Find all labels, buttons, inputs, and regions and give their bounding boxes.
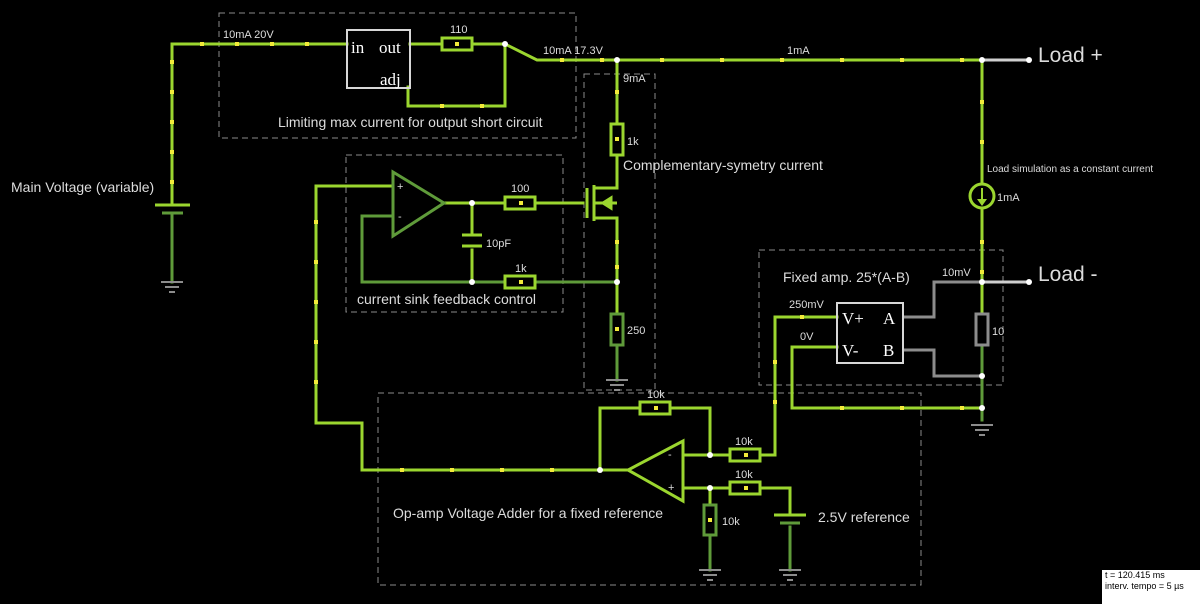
mosfet-icon[interactable] <box>585 182 619 221</box>
load-plus-label: Load + <box>1038 44 1103 67</box>
fixed-amp-label: Fixed amp. 25*(A-B) <box>783 269 910 285</box>
load-minus-terminal[interactable] <box>1026 279 1032 285</box>
reg-adj-label: adj <box>380 70 401 89</box>
output-voltage-label: 10mA 17.3V <box>543 45 604 57</box>
load-minus-label: Load - <box>1038 263 1098 286</box>
complementary-label: Complementary-symetry current <box>623 157 823 173</box>
regulator-box[interactable] <box>346 29 411 89</box>
r10k-in1-label: 10k <box>735 436 753 448</box>
amp-a-label: A <box>883 309 896 328</box>
r10-label: 10 <box>992 326 1004 338</box>
reg-out-label: out <box>379 38 401 57</box>
ground-icon <box>606 379 628 391</box>
output-mv-label: 10mV <box>942 267 971 279</box>
feedback-group-box <box>345 154 564 313</box>
wire-0v <box>790 345 984 410</box>
adder-group-box <box>377 392 922 586</box>
cs-current-label: 1mA <box>997 192 1020 204</box>
wire-amp-a <box>903 280 982 319</box>
limiting-group-label: Limiting max current for output short ci… <box>278 114 543 130</box>
sink-feedback-label: current sink feedback control <box>357 291 536 307</box>
input-current-label: 10mA 20V <box>223 29 274 41</box>
adder-opamp-icon[interactable] <box>624 438 685 504</box>
wire-fb-minus <box>360 214 507 284</box>
resistor-1k-fb-icon[interactable] <box>503 274 537 290</box>
ground-icon <box>699 569 801 581</box>
amp-vminus-label: V- <box>842 341 859 360</box>
fb-op-minus-label: - <box>398 211 402 223</box>
resistor-250-icon[interactable] <box>609 312 625 347</box>
rail-current-label: 1mA <box>787 45 810 57</box>
resistor-110-icon[interactable] <box>440 36 474 52</box>
c10pf-label: 10pF <box>486 238 511 250</box>
vplus-mv-label: 250mV <box>789 299 825 311</box>
reg-in-label: in <box>351 38 365 57</box>
reference-label: 2.5V reference <box>818 509 910 525</box>
wire-250mv <box>758 315 839 457</box>
resistor-1k-top-icon[interactable] <box>609 122 625 157</box>
current-source-icon[interactable] <box>968 182 996 210</box>
fb-op-plus-label: + <box>397 181 403 193</box>
sim-time-text: t = 120.415 ms <box>1105 570 1165 580</box>
complementary-group-box <box>583 73 656 391</box>
amp-vplus-label: V+ <box>842 309 864 328</box>
resistor-10k-in1-icon[interactable] <box>728 447 762 463</box>
r250-label: 250 <box>627 325 645 337</box>
wire-adder-fb-right <box>668 406 732 457</box>
main-voltage-battery-icon[interactable] <box>155 203 190 215</box>
r110-label: 110 <box>450 24 468 36</box>
main-voltage-label: Main Voltage (variable) <box>11 179 154 195</box>
ground-icon <box>971 424 993 436</box>
r10k-fb-label: 10k <box>647 389 665 401</box>
resistor-10k-fb-icon[interactable] <box>638 400 672 416</box>
amp-b-label: B <box>883 341 894 360</box>
current-dots <box>170 42 984 472</box>
sim-interval-text: interv. tempo = 5 µs <box>1105 581 1184 591</box>
resistor-100-icon[interactable] <box>503 195 537 211</box>
fixed-amp-group-box <box>758 249 1004 386</box>
wire-adj-loop <box>406 42 507 108</box>
ground-icon <box>161 281 183 293</box>
resistor-10k-gnd-icon[interactable] <box>702 503 718 537</box>
r100-label: 100 <box>511 183 529 195</box>
wire-ref-top <box>758 486 792 514</box>
fixed-amp-box[interactable] <box>836 302 904 364</box>
branch-current-label: 9mA <box>623 73 646 85</box>
vminus-label: 0V <box>800 331 814 343</box>
reference-battery-icon[interactable] <box>774 513 806 525</box>
resistor-10-icon[interactable] <box>974 312 990 347</box>
wire-main-rail <box>502 41 984 62</box>
junctions <box>469 41 985 491</box>
r1k-top-label: 1k <box>627 136 639 148</box>
feedback-opamp-icon[interactable] <box>391 169 447 239</box>
r10k-in2-label: 10k <box>735 469 753 481</box>
wire-adder-fb-left <box>598 406 642 472</box>
load-plus-terminal[interactable] <box>1026 57 1032 63</box>
r10k-gnd-label: 10k <box>722 516 740 528</box>
capacitor-10pf-icon[interactable] <box>462 233 482 248</box>
adder-plus-sign: + <box>668 482 674 494</box>
load-sim-label: Load simulation as a constant current <box>987 164 1153 175</box>
limiter-group-box <box>218 12 577 139</box>
simulation-status-panel: t = 120.415 ms interv. tempo = 5 µs <box>1102 570 1200 604</box>
adder-minus-sign: - <box>668 449 672 461</box>
r1k-fb-label: 1k <box>515 263 527 275</box>
resistor-10k-in2-icon[interactable] <box>728 480 762 496</box>
adder-label: Op-amp Voltage Adder for a fixed referen… <box>393 505 663 521</box>
wire-amp-b <box>903 348 982 378</box>
